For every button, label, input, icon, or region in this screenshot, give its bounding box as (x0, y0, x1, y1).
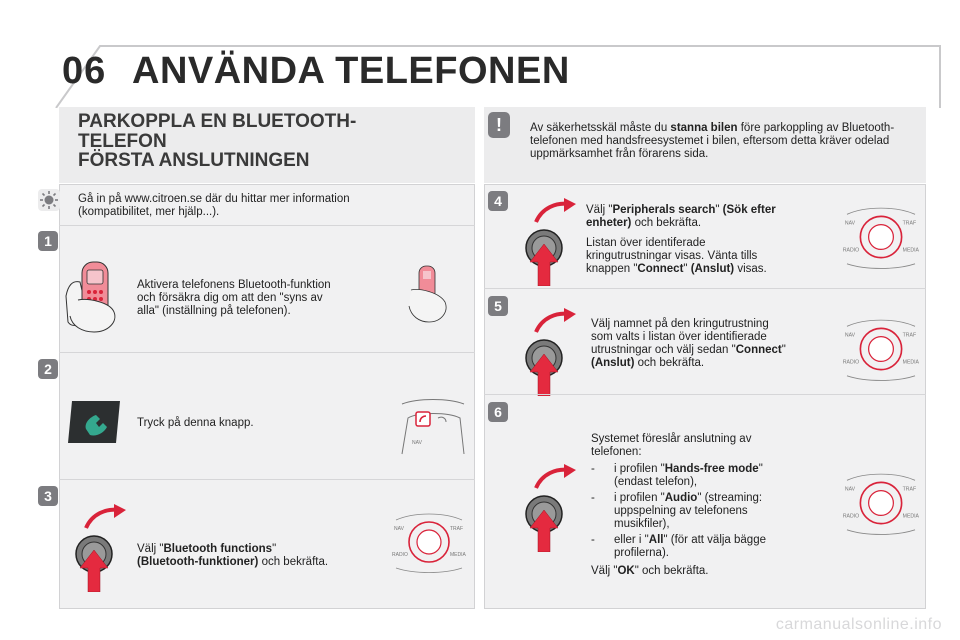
dial-label-radio: RADIO (392, 552, 408, 558)
step-1-badge: 1 (38, 231, 58, 251)
phone-in-hand-small-icon (408, 265, 447, 323)
control-dial-illustration: NAV TRAF RADIO MEDIA (843, 319, 920, 381)
row-divider (59, 225, 475, 226)
rotary-knob-push-illustration (525, 464, 576, 552)
dial-label-nav: NAV (845, 333, 856, 339)
control-dial-illustration: NAV TRAF RADIO MEDIA (392, 513, 466, 573)
step-6-option-audio: i profilen "Audio" (streaming: uppspelni… (614, 492, 763, 530)
step-4-badge: 4 (488, 191, 508, 211)
dial-label-nav: NAV (394, 526, 405, 532)
row-divider (484, 394, 926, 395)
dial-label-media: MEDIA (903, 247, 920, 253)
left-column-panel (59, 184, 475, 609)
step-6-confirm: Välj "OK" och bekräfta. (591, 565, 709, 577)
dial-label-traf: TRAF (903, 487, 916, 493)
step-5-text: Välj namnet på den kringutrustning som v… (591, 318, 786, 369)
warning-icon: ! (488, 112, 510, 138)
info-text: Gå in på www.citroen.se där du hittar me… (78, 193, 350, 218)
dial-label-traf: TRAF (903, 333, 916, 339)
section-title-line2: TELEFON (78, 131, 167, 152)
step-6-option-all: eller i "All" (för att välja bägge profi… (614, 534, 766, 559)
step-6-badge: 6 (488, 402, 508, 422)
step-6-option-handsfree: i profilen "Hands-free mode" (endast tel… (614, 463, 763, 488)
row-divider (59, 352, 475, 353)
warning-panel (484, 107, 926, 183)
chapter-number: 06 (62, 50, 107, 92)
watermark: carmanualsonline.info (775, 616, 942, 633)
dial-label-nav: NAV (412, 440, 423, 446)
dial-label-media: MEDIA (903, 513, 920, 519)
step-3-text: Välj "Bluetooth functions" (Bluetooth-fu… (137, 543, 329, 568)
dial-label-nav: NAV (845, 221, 856, 227)
dashboard-phone-button-illustration: NAV (401, 399, 465, 455)
control-dial-illustration: NAV TRAF RADIO MEDIA (843, 207, 920, 269)
row-divider (484, 288, 926, 289)
phone-button-icon (68, 401, 120, 443)
rotary-knob-push-illustration (525, 308, 576, 396)
warning-text: Av säkerhetsskäl måste du stanna bilen f… (530, 122, 895, 160)
bullet-dash: - (591, 463, 595, 475)
step-2-text: Tryck på denna knapp. (137, 417, 254, 429)
lightbulb-info-icon (38, 189, 60, 211)
step-4-text: Välj "Peripherals search" (Sök efter enh… (586, 204, 776, 275)
dial-label-media: MEDIA (450, 552, 466, 558)
dial-label-media: MEDIA (903, 359, 920, 365)
row-divider (59, 479, 475, 480)
dial-label-radio: RADIO (843, 359, 859, 365)
control-dial-illustration: NAV TRAF RADIO MEDIA (843, 473, 920, 535)
rotary-knob-push-illustration (525, 198, 576, 286)
step-5-badge: 5 (488, 296, 508, 316)
bullet-dash: - (591, 534, 595, 546)
section-title-panel (59, 107, 475, 183)
phone-in-hand-illustration (65, 261, 116, 333)
dial-label-traf: TRAF (903, 221, 916, 227)
chapter-tab-outline (55, 45, 941, 108)
section-subtitle: FÖRSTA ANSLUTNINGEN (78, 150, 310, 171)
rotary-knob-push-illustration (75, 504, 126, 592)
dial-label-nav: NAV (845, 487, 856, 493)
chapter-title: ANVÄNDA TELEFONEN (132, 50, 570, 92)
dial-label-radio: RADIO (843, 513, 859, 519)
step-2-badge: 2 (38, 359, 58, 379)
bullet-dash: - (591, 492, 595, 504)
dial-label-traf: TRAF (450, 526, 463, 532)
section-title-line1: PARKOPPLA EN BLUETOOTH- (78, 111, 357, 132)
step-3-badge: 3 (38, 486, 58, 506)
section-title: PARKOPPLA EN BLUETOOTH- TELEFON (78, 112, 356, 152)
dial-label-radio: RADIO (843, 247, 859, 253)
